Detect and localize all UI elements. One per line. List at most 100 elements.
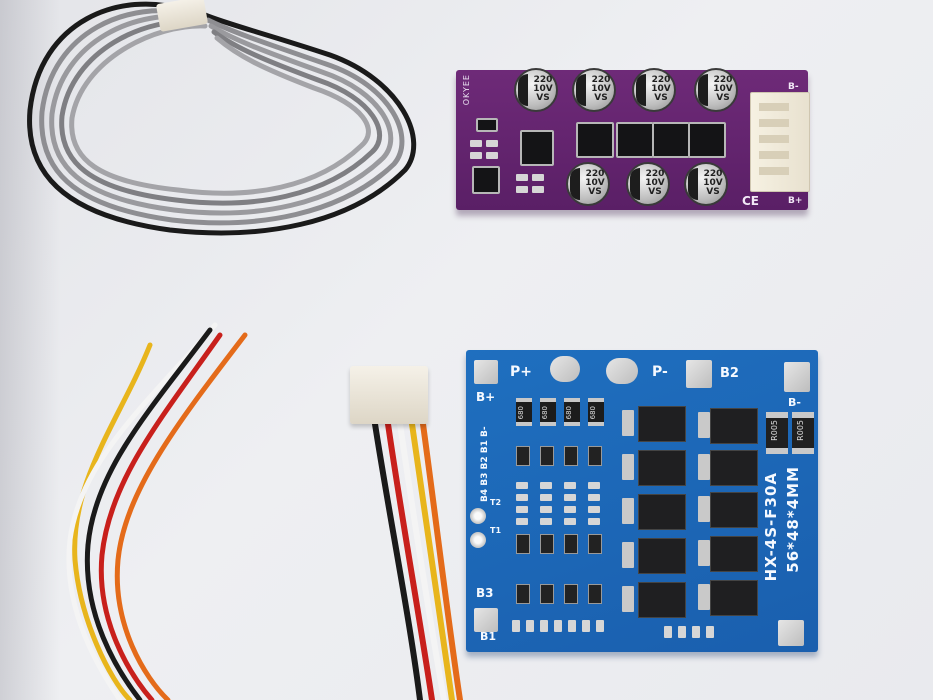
smd-pad <box>596 620 604 632</box>
shunt-resistor: R005 <box>792 412 814 454</box>
smd-pad <box>564 482 576 489</box>
small-chip <box>540 534 554 554</box>
small-chip <box>588 534 602 554</box>
label-b-plus: B+ <box>788 196 803 206</box>
pad-b2 <box>686 360 712 388</box>
model-label: HX-4S-F30A <box>762 472 780 582</box>
small-chip <box>516 584 530 604</box>
label-b2: B2 <box>720 366 739 381</box>
mosfet <box>710 492 758 528</box>
smd-pad <box>486 140 498 147</box>
ic-chip <box>652 122 690 158</box>
balance-labels: B4 B3 B2 B1 B- <box>480 426 490 502</box>
smd-pad <box>540 494 552 501</box>
pad-b-plus <box>474 360 498 384</box>
label-b-plus: B+ <box>476 390 496 404</box>
mosfet-tab <box>698 584 710 610</box>
mosfet-tab <box>698 540 710 566</box>
smd-pad <box>588 482 600 489</box>
smd-pad <box>582 620 590 632</box>
small-chip <box>564 446 578 466</box>
smd-pad <box>516 518 528 525</box>
pad-b-minus-bottom <box>778 620 804 646</box>
small-chip <box>564 584 578 604</box>
smd-pad <box>470 152 482 159</box>
blue-bms-board: P+ P- B2 B+ B- B3 B1 B4 B3 B2 B1 B- T2 T… <box>466 350 818 652</box>
mosfet <box>638 582 686 618</box>
smd-pad <box>512 620 520 632</box>
label-t2: T2 <box>490 498 502 507</box>
smd-pad <box>540 620 548 632</box>
smd-pad <box>516 186 528 193</box>
ce-mark: CE <box>742 194 760 208</box>
smd-pad <box>678 626 686 638</box>
ic-chip <box>472 166 500 194</box>
resistor: 680 <box>540 398 556 426</box>
smd-pad <box>664 626 672 638</box>
mosfet-tab <box>622 542 634 568</box>
pad-p-plus <box>550 356 580 382</box>
ic-chip <box>576 122 614 158</box>
ic-chip <box>476 118 498 132</box>
smd-pad <box>526 620 534 632</box>
small-chip <box>588 584 602 604</box>
label-b-minus: B- <box>788 396 801 409</box>
smd-pad <box>568 620 576 632</box>
label-b1: B1 <box>480 630 497 643</box>
loose-jst-connector <box>350 366 428 424</box>
smd-pad <box>516 506 528 513</box>
mosfet-tab <box>622 410 634 436</box>
smd-pad <box>692 626 700 638</box>
ic-chip <box>520 130 554 166</box>
smd-pad <box>532 174 544 181</box>
smd-pad <box>470 140 482 147</box>
smd-pad <box>532 186 544 193</box>
resistor: 680 <box>588 398 604 426</box>
mosfet <box>710 408 758 444</box>
smd-pad <box>554 620 562 632</box>
label-p-minus: P- <box>652 364 668 380</box>
small-chip <box>516 534 530 554</box>
shunt-resistor: R005 <box>766 412 788 454</box>
mosfet <box>638 406 686 442</box>
label-t1: T1 <box>490 526 502 535</box>
resistor: 680 <box>516 398 532 426</box>
smd-pad <box>588 518 600 525</box>
mosfet-tab <box>622 454 634 480</box>
ic-chip <box>616 122 654 158</box>
mosfet <box>638 450 686 486</box>
smd-pad <box>588 506 600 513</box>
mosfet <box>638 538 686 574</box>
grey-cable-loop <box>27 1 417 236</box>
smd-pad <box>540 518 552 525</box>
pad-p-minus <box>606 358 638 384</box>
small-chip <box>516 446 530 466</box>
pad-b-minus <box>784 362 810 392</box>
smd-pad <box>564 506 576 513</box>
color-wires-center <box>372 421 463 700</box>
pad-t2 <box>470 508 486 524</box>
smd-pad <box>564 518 576 525</box>
small-chip <box>540 584 554 604</box>
pad-t1 <box>470 532 486 548</box>
resistor: 680 <box>564 398 580 426</box>
color-wires-left <box>66 322 248 700</box>
mosfet-tab <box>622 586 634 612</box>
small-chip <box>540 446 554 466</box>
mosfet <box>710 536 758 572</box>
smd-pad <box>516 174 528 181</box>
balance-connector <box>750 92 810 192</box>
small-chip <box>588 446 602 466</box>
smd-pad <box>564 494 576 501</box>
mosfet-tab <box>698 496 710 522</box>
smd-pad <box>706 626 714 638</box>
small-chip <box>564 534 578 554</box>
label-b-minus: B- <box>788 82 799 92</box>
